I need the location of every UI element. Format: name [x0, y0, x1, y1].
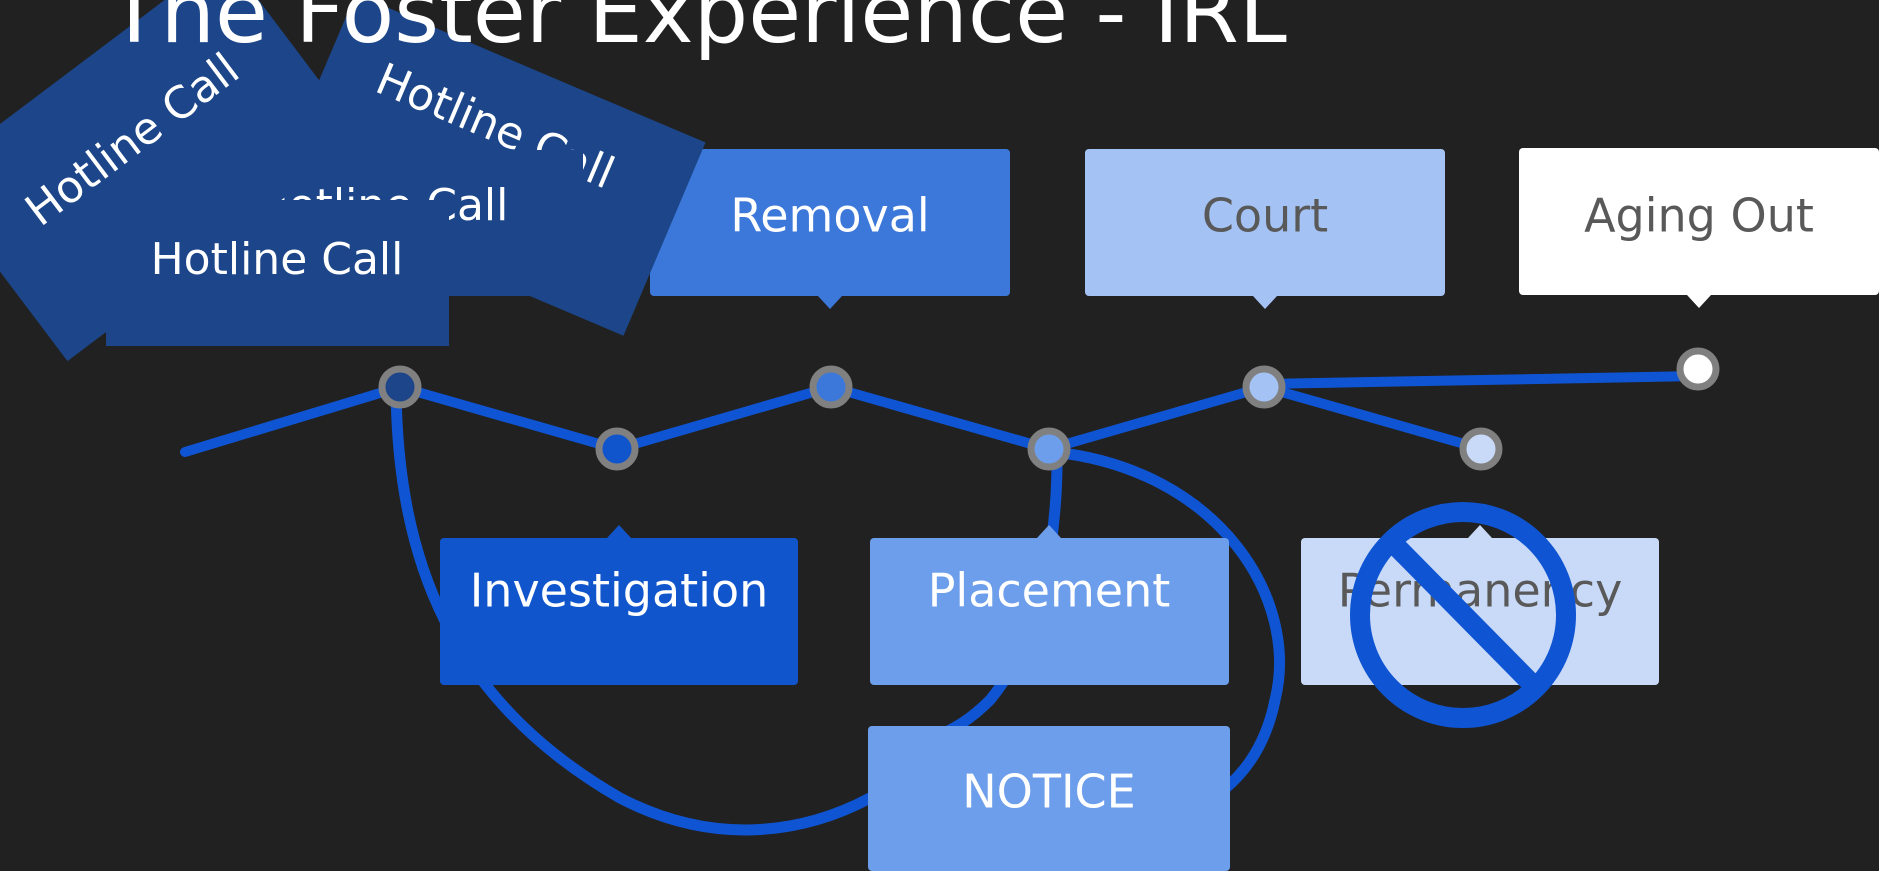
node-permanency: [1459, 427, 1503, 471]
removal-box: [650, 149, 1010, 296]
investigation-pointer: [607, 525, 631, 538]
notice-box: [868, 726, 1230, 871]
removal-pointer: [818, 296, 842, 309]
aging-out-box: [1519, 148, 1879, 295]
removal-callout: Removal: [650, 149, 1010, 309]
aging-out-branch-line: [1259, 371, 1703, 389]
permanency-pointer: [1468, 525, 1492, 538]
placement-pointer: [1037, 525, 1061, 538]
investigation-callout: Investigation: [440, 525, 798, 685]
hotline-card-4: Hotline Call: [106, 200, 449, 346]
node-placement: [1027, 427, 1071, 471]
investigation-label: Investigation: [470, 564, 769, 618]
loop-placement-notice: [1048, 446, 1285, 806]
node-removal: [809, 365, 853, 409]
aging-out-callout: Aging Out: [1519, 148, 1879, 308]
node-aging-out: [1676, 347, 1720, 391]
court-label: Court: [1202, 189, 1328, 243]
aging-out-label: Aging Out: [1584, 189, 1814, 243]
court-box: [1085, 149, 1445, 296]
placement-label: Placement: [928, 564, 1171, 618]
removal-label: Removal: [730, 189, 929, 243]
court-pointer: [1253, 296, 1277, 309]
court-callout: Court: [1085, 149, 1445, 309]
aging-out-pointer: [1687, 295, 1711, 308]
timeline-nodes: [378, 347, 1720, 471]
hotline-card-4-label: Hotline Call: [151, 234, 404, 285]
node-investigation: [595, 427, 639, 471]
investigation-box: [440, 538, 798, 685]
placement-box: [870, 538, 1229, 685]
loop-hotline-to-notice: [390, 384, 876, 836]
node-court: [1242, 365, 1286, 409]
placement-callout: Placement: [870, 525, 1229, 685]
notice-callout: NOTICE: [868, 726, 1230, 871]
slide-title: The Foster Experience - IRL: [108, 0, 1287, 63]
prohibited-icon: [1350, 502, 1576, 728]
node-hotline: [378, 365, 422, 409]
notice-label: NOTICE: [962, 765, 1135, 819]
